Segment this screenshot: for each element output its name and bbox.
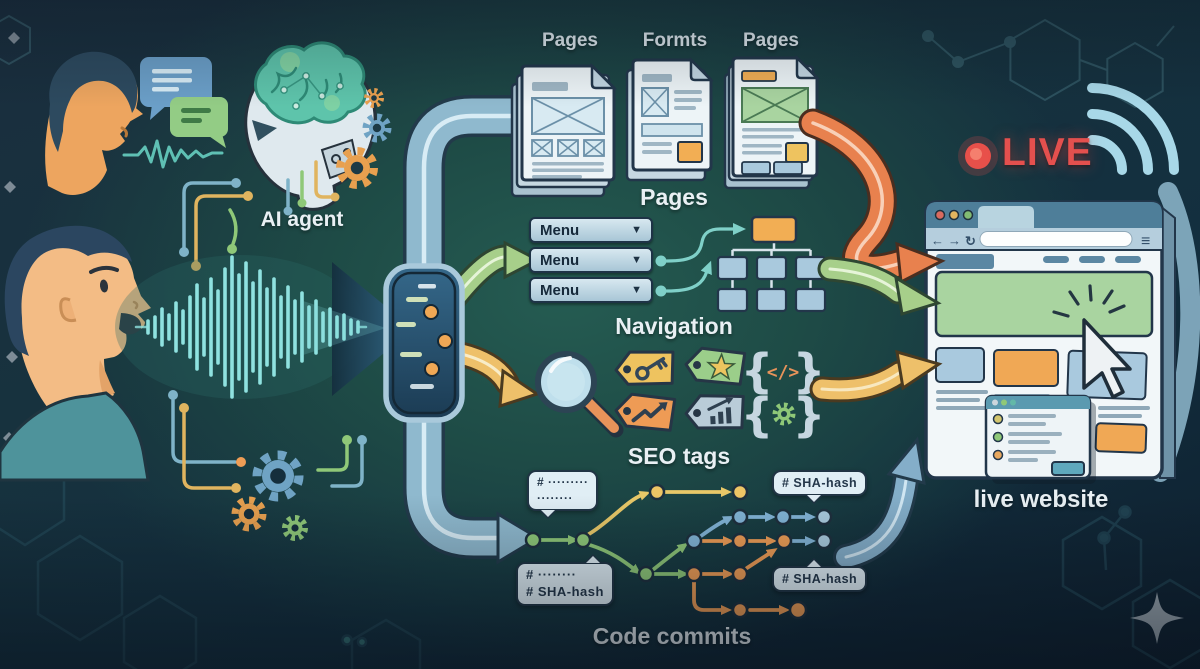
document-icon — [625, 56, 715, 182]
menu-dropdown-label: Menu — [540, 251, 580, 269]
gear-icon — [231, 450, 308, 541]
seo-tag-star-icon — [684, 346, 747, 386]
menu-dropdown[interactable]: Menu ▼ — [529, 277, 653, 303]
refresh-icon[interactable]: ↻ — [965, 234, 976, 249]
robot-head-icon — [244, 41, 377, 216]
site-menu-dashes — [1043, 256, 1141, 263]
url-bar[interactable] — [979, 231, 1133, 247]
wifi-icon — [1087, 83, 1179, 175]
dialog-window — [984, 394, 1096, 484]
menu-dropdown[interactable]: Menu ▼ — [529, 217, 653, 243]
person-speaking-top — [45, 51, 143, 195]
live-badge: LIVE — [1002, 131, 1093, 174]
live-website-label: live website — [973, 486, 1109, 513]
pipe-blue-commits — [833, 436, 926, 570]
forward-icon[interactable]: → — [948, 233, 961, 248]
commit-hash-bubble: # SHA-hash — [772, 470, 868, 505]
funnel-device-icon — [383, 263, 465, 423]
svg-text:</>: </> — [767, 362, 800, 383]
commit-hash-bubble: # ········· ········ — [527, 470, 599, 520]
seo-tag-chart-icon — [684, 394, 745, 430]
menu-dropdown-label: Menu — [540, 221, 580, 239]
traffic-lights-icon — [934, 209, 974, 221]
menu-dropdown[interactable]: Menu ▼ — [529, 247, 653, 273]
column-label-pages: Pages — [542, 30, 598, 51]
column-label-forms: Formts — [642, 30, 708, 51]
column-label-pages-2: Pages — [743, 30, 799, 51]
commit-hash-bubble: # SHA-hash — [772, 557, 868, 593]
arrow-green — [439, 240, 542, 315]
document-stack-icon — [510, 62, 618, 198]
speech-bubble-icon — [170, 97, 228, 148]
seo-section-label: SEO tags — [627, 443, 731, 469]
hamburger-icon[interactable]: ≡ — [1141, 233, 1150, 250]
site-logo-placeholder — [936, 254, 994, 269]
commits-section-label: Code commits — [592, 623, 752, 649]
card-placeholder — [935, 347, 985, 383]
hero-placeholder — [934, 270, 1154, 338]
pipe-yellow — [809, 349, 943, 403]
back-icon[interactable]: ← — [931, 233, 944, 248]
navigation-section-label: Navigation — [615, 313, 733, 339]
commit-hash-bubble: # ········ # SHA-hash — [516, 554, 614, 606]
menu-dropdown-label: Menu — [540, 281, 580, 299]
pipe-green — [817, 256, 942, 316]
waveform-small-icon — [122, 139, 224, 169]
banner-placeholder — [1094, 422, 1148, 454]
chevron-down-icon: ▼ — [631, 224, 642, 236]
sitemap-icon — [716, 215, 827, 313]
live-dot-icon — [958, 136, 998, 176]
chevron-down-icon: ▼ — [631, 254, 642, 266]
dialog-button[interactable] — [1051, 461, 1085, 476]
pages-section-label: Pages — [640, 184, 708, 210]
chevron-down-icon: ▼ — [631, 284, 642, 296]
card-placeholder — [993, 349, 1059, 387]
seo-tag-trend-icon — [614, 392, 677, 432]
ai-agent-label: AI agent — [260, 208, 344, 231]
seo-tag-key-icon — [614, 350, 675, 386]
svg-text:{: { — [741, 388, 774, 442]
magnifier-icon — [535, 351, 624, 438]
